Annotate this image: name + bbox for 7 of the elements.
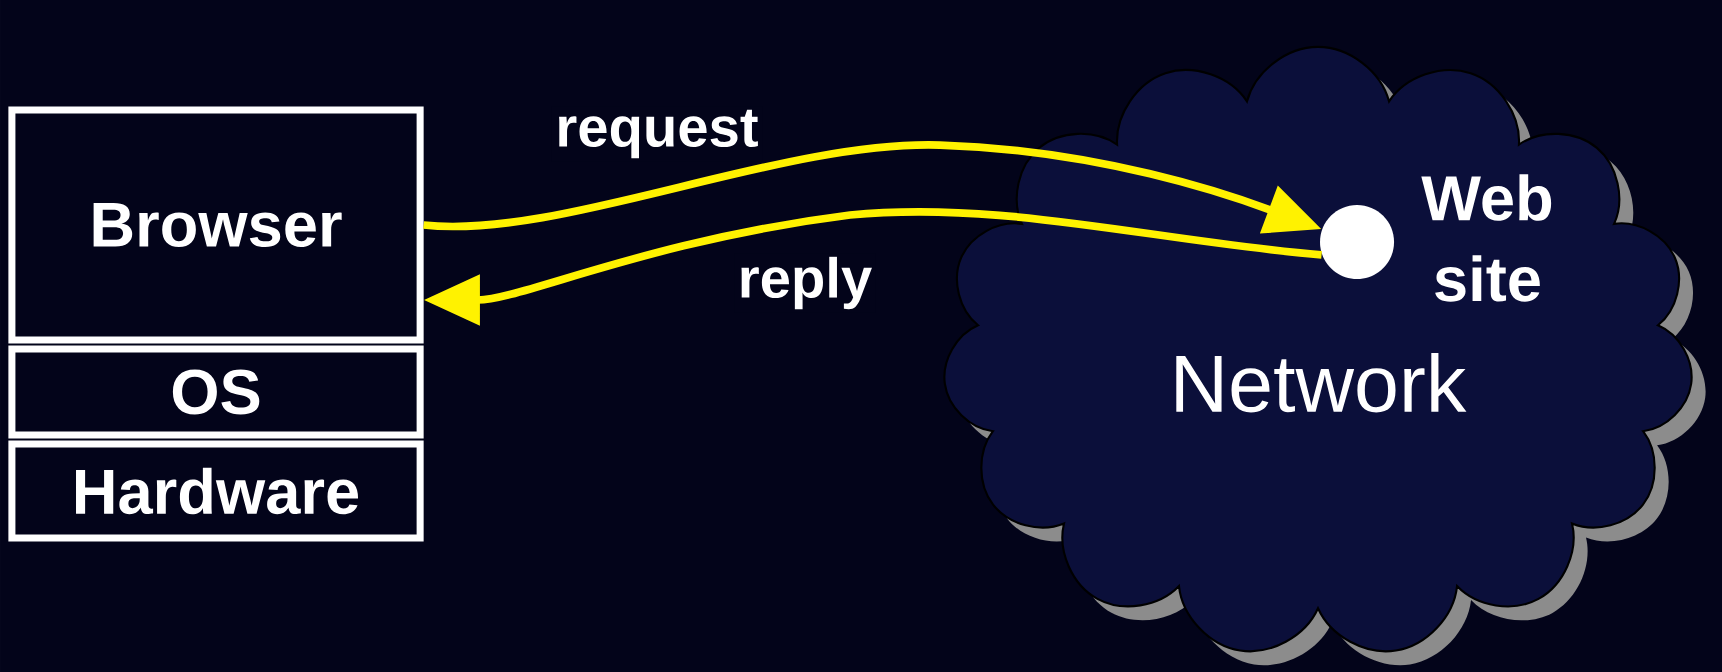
edge-label: request: [551, 106, 763, 162]
layer-box: Browser: [8, 106, 424, 344]
edge-label: reply: [734, 253, 876, 313]
site-label: Web site: [1421, 174, 1552, 302]
site-dot: [1320, 205, 1395, 280]
layer-box: OS: [8, 345, 424, 439]
layer-box: Hardware: [8, 440, 424, 542]
